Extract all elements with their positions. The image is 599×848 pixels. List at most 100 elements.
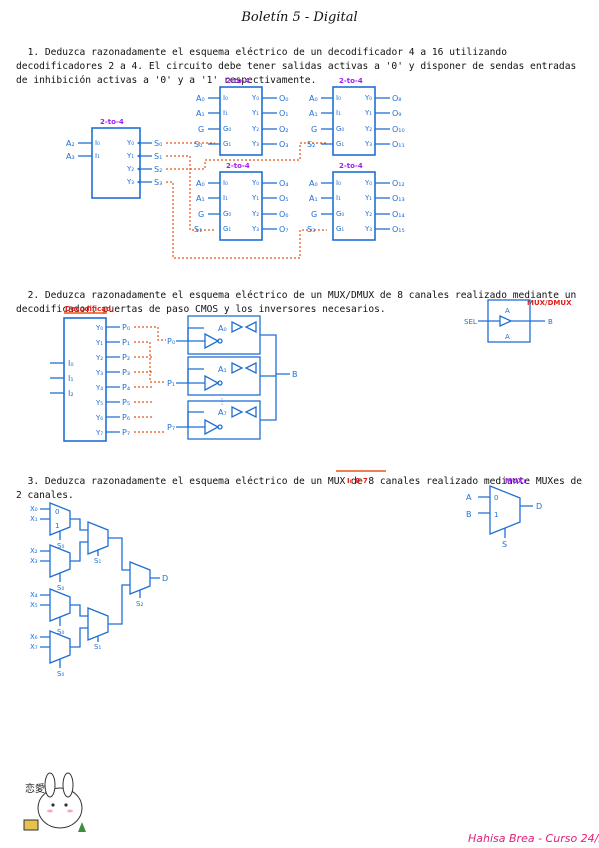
mux2-out-d: D bbox=[536, 502, 542, 511]
block-1-in-s: S₀ bbox=[194, 140, 202, 149]
q2-decoder-block bbox=[63, 317, 107, 442]
o12: O₁₂ bbox=[392, 179, 405, 188]
gate-1-label: A₁ bbox=[218, 365, 227, 374]
sel-s0-d: S₀ bbox=[57, 670, 64, 678]
pin-y1: Y₁ bbox=[364, 194, 372, 202]
mux-pin-1: 1 bbox=[55, 522, 59, 530]
o9: O₉ bbox=[392, 109, 402, 118]
decoder-first-title: 2-to-4 bbox=[100, 118, 124, 126]
gate-stage-1: P₁ A₁ ⋮ bbox=[167, 356, 261, 406]
o7: O₇ bbox=[279, 225, 289, 234]
q2-pin-y6: Y₆ bbox=[95, 414, 103, 422]
gate-0-in: P₀ bbox=[167, 337, 175, 346]
muxdmux-symbol: MUX/DMUX SEL A A B bbox=[464, 299, 572, 343]
q3-tree-out: D bbox=[162, 574, 168, 583]
bunny-sticker: 恋愛脳 bbox=[23, 772, 86, 832]
pin-g0: G₀ bbox=[336, 210, 344, 218]
mux2-sel-s: S bbox=[502, 540, 507, 549]
o1: O₁ bbox=[279, 109, 289, 118]
pin-i1: I₁ bbox=[336, 109, 341, 117]
x7: X₇ bbox=[30, 643, 38, 651]
pin-g1: G₁ bbox=[223, 140, 231, 148]
block-3-in-a0: A₀ bbox=[196, 179, 205, 188]
question-3-number: 3. bbox=[27, 476, 40, 487]
pin-y2: Y₂ bbox=[251, 210, 259, 218]
sel-s1-a: S₁ bbox=[94, 557, 101, 565]
gate-7-in: P₇ bbox=[167, 423, 175, 432]
block-1-in-a1: A₁ bbox=[196, 109, 205, 118]
mux-level3: D S₂ bbox=[108, 537, 168, 625]
out-s3: S₃ bbox=[154, 178, 162, 187]
p3: P₃ bbox=[122, 368, 130, 377]
block-2-in-g: G bbox=[311, 125, 317, 134]
o4: O₄ bbox=[279, 179, 289, 188]
mux2-symbol: MUX₁ A B 0 1 D S bbox=[466, 477, 542, 549]
x3: X₃ bbox=[30, 557, 38, 565]
p1: P₁ bbox=[122, 338, 130, 347]
q2-pin-y5: Y₅ bbox=[95, 399, 103, 407]
q2-input-i1: I₁ bbox=[68, 374, 74, 383]
document-title: Boletín 5 - Digital bbox=[241, 10, 358, 25]
pin-y0: Y₀ bbox=[251, 179, 259, 187]
gate-stage-7: P₇ A₇ bbox=[167, 400, 261, 440]
q2-decoder-outputs: Y₀ Y₁ Y₂ Y₃ Y₄ Y₅ Y₆ Y₇ P₀ P₁ P₂ P₃ P₄ P… bbox=[95, 323, 130, 437]
o5: O₅ bbox=[279, 194, 289, 203]
mux2-pin-0: 0 bbox=[494, 494, 498, 502]
pin-i1: I₁ bbox=[95, 152, 100, 160]
sel-s0-b: S₀ bbox=[57, 584, 64, 592]
p2: P₂ bbox=[122, 353, 130, 362]
decoder-block-1: 2-to-4 A₀ A₁ G S₀ I₀ I₁ G₀ G₁ Y₀ Y₁ Y₂ Y… bbox=[194, 77, 289, 156]
question-3-text: Deduzca razonadamente el esquema eléctri… bbox=[16, 476, 588, 501]
q2-output-b: B bbox=[292, 370, 298, 379]
question-2-number: 2. bbox=[27, 290, 40, 301]
underline-note: I₀ 0-7 bbox=[347, 477, 368, 485]
pin-g0: G₀ bbox=[223, 125, 231, 133]
out-s0: S₀ bbox=[154, 139, 162, 148]
q2-pin-y7: Y₇ bbox=[95, 429, 103, 437]
block-4-title: 2-to-4 bbox=[339, 162, 363, 170]
out-s1: S₁ bbox=[154, 152, 162, 161]
muxdmux-a-top: A bbox=[505, 307, 510, 315]
mux-level1: X₀ X₁ X₂ X₃ X₄ X₅ X₆ X₇ 0 1 S₀ S₀ S₀ S₀ bbox=[30, 502, 71, 678]
pin-i1: I₁ bbox=[223, 109, 228, 117]
o8: O₈ bbox=[392, 94, 402, 103]
sel-s2: S₂ bbox=[136, 600, 143, 608]
decoder-first-block bbox=[91, 127, 141, 199]
block-4-in-s: S₃ bbox=[307, 225, 315, 234]
pin-y3: Y₃ bbox=[126, 178, 134, 186]
pin-y1: Y₁ bbox=[251, 109, 259, 117]
q3-mux-tree-diagram: I₀ 0-7 X₀ X₁ X₂ X₃ X₄ X₅ X₆ X₇ 0 1 S₀ S₀… bbox=[30, 470, 542, 678]
o6: O₆ bbox=[279, 210, 289, 219]
pin-i0: I₀ bbox=[95, 139, 100, 147]
p4: P₄ bbox=[122, 383, 130, 392]
block-2-in-s: S₂ bbox=[307, 140, 315, 149]
block-3-in-s: S₁ bbox=[194, 225, 202, 234]
sel-s0-a: S₀ bbox=[57, 542, 64, 550]
question-1-number: 1. bbox=[27, 47, 40, 58]
pin-g0: G₀ bbox=[336, 125, 344, 133]
x5: X₅ bbox=[30, 601, 38, 609]
decoder-block-4: 2-to-4 A₀ A₁ G S₃ I₀ I₁ G₀ G₁ Y₀ Y₁ Y₂ Y… bbox=[307, 162, 405, 241]
pin-i0: I₀ bbox=[336, 179, 341, 187]
block-4-in-a1: A₁ bbox=[309, 194, 318, 203]
muxdmux-title: MUX/DMUX bbox=[527, 299, 572, 307]
pin-i1: I₁ bbox=[336, 194, 341, 202]
pin-g1: G₁ bbox=[336, 140, 344, 148]
o15: O₁₅ bbox=[392, 225, 405, 234]
p5: P₅ bbox=[122, 398, 130, 407]
sel-s0-c: S₀ bbox=[57, 628, 64, 636]
question-1-text: Deduzca razonadamente el esquema eléctri… bbox=[16, 47, 583, 86]
block-1-title: 2-to-4 bbox=[226, 77, 250, 85]
p6: P₆ bbox=[122, 413, 130, 422]
input-a3: A₃ bbox=[66, 152, 75, 161]
block-2-title: 2-to-4 bbox=[339, 77, 363, 85]
gate-stage-0: P₀ A₀ bbox=[167, 315, 261, 355]
x4: X₄ bbox=[30, 591, 38, 599]
block-1-in-g: G bbox=[198, 125, 204, 134]
muxdmux-a-bottom: A bbox=[505, 333, 510, 341]
question-2-text: Deduzca razonadamente el esquema eléctri… bbox=[16, 290, 583, 315]
block-3-in-g: G bbox=[198, 210, 204, 219]
x0: X₀ bbox=[30, 505, 38, 513]
question-1: 1. Deduzca razonadamente el esquema eléc… bbox=[16, 32, 586, 88]
